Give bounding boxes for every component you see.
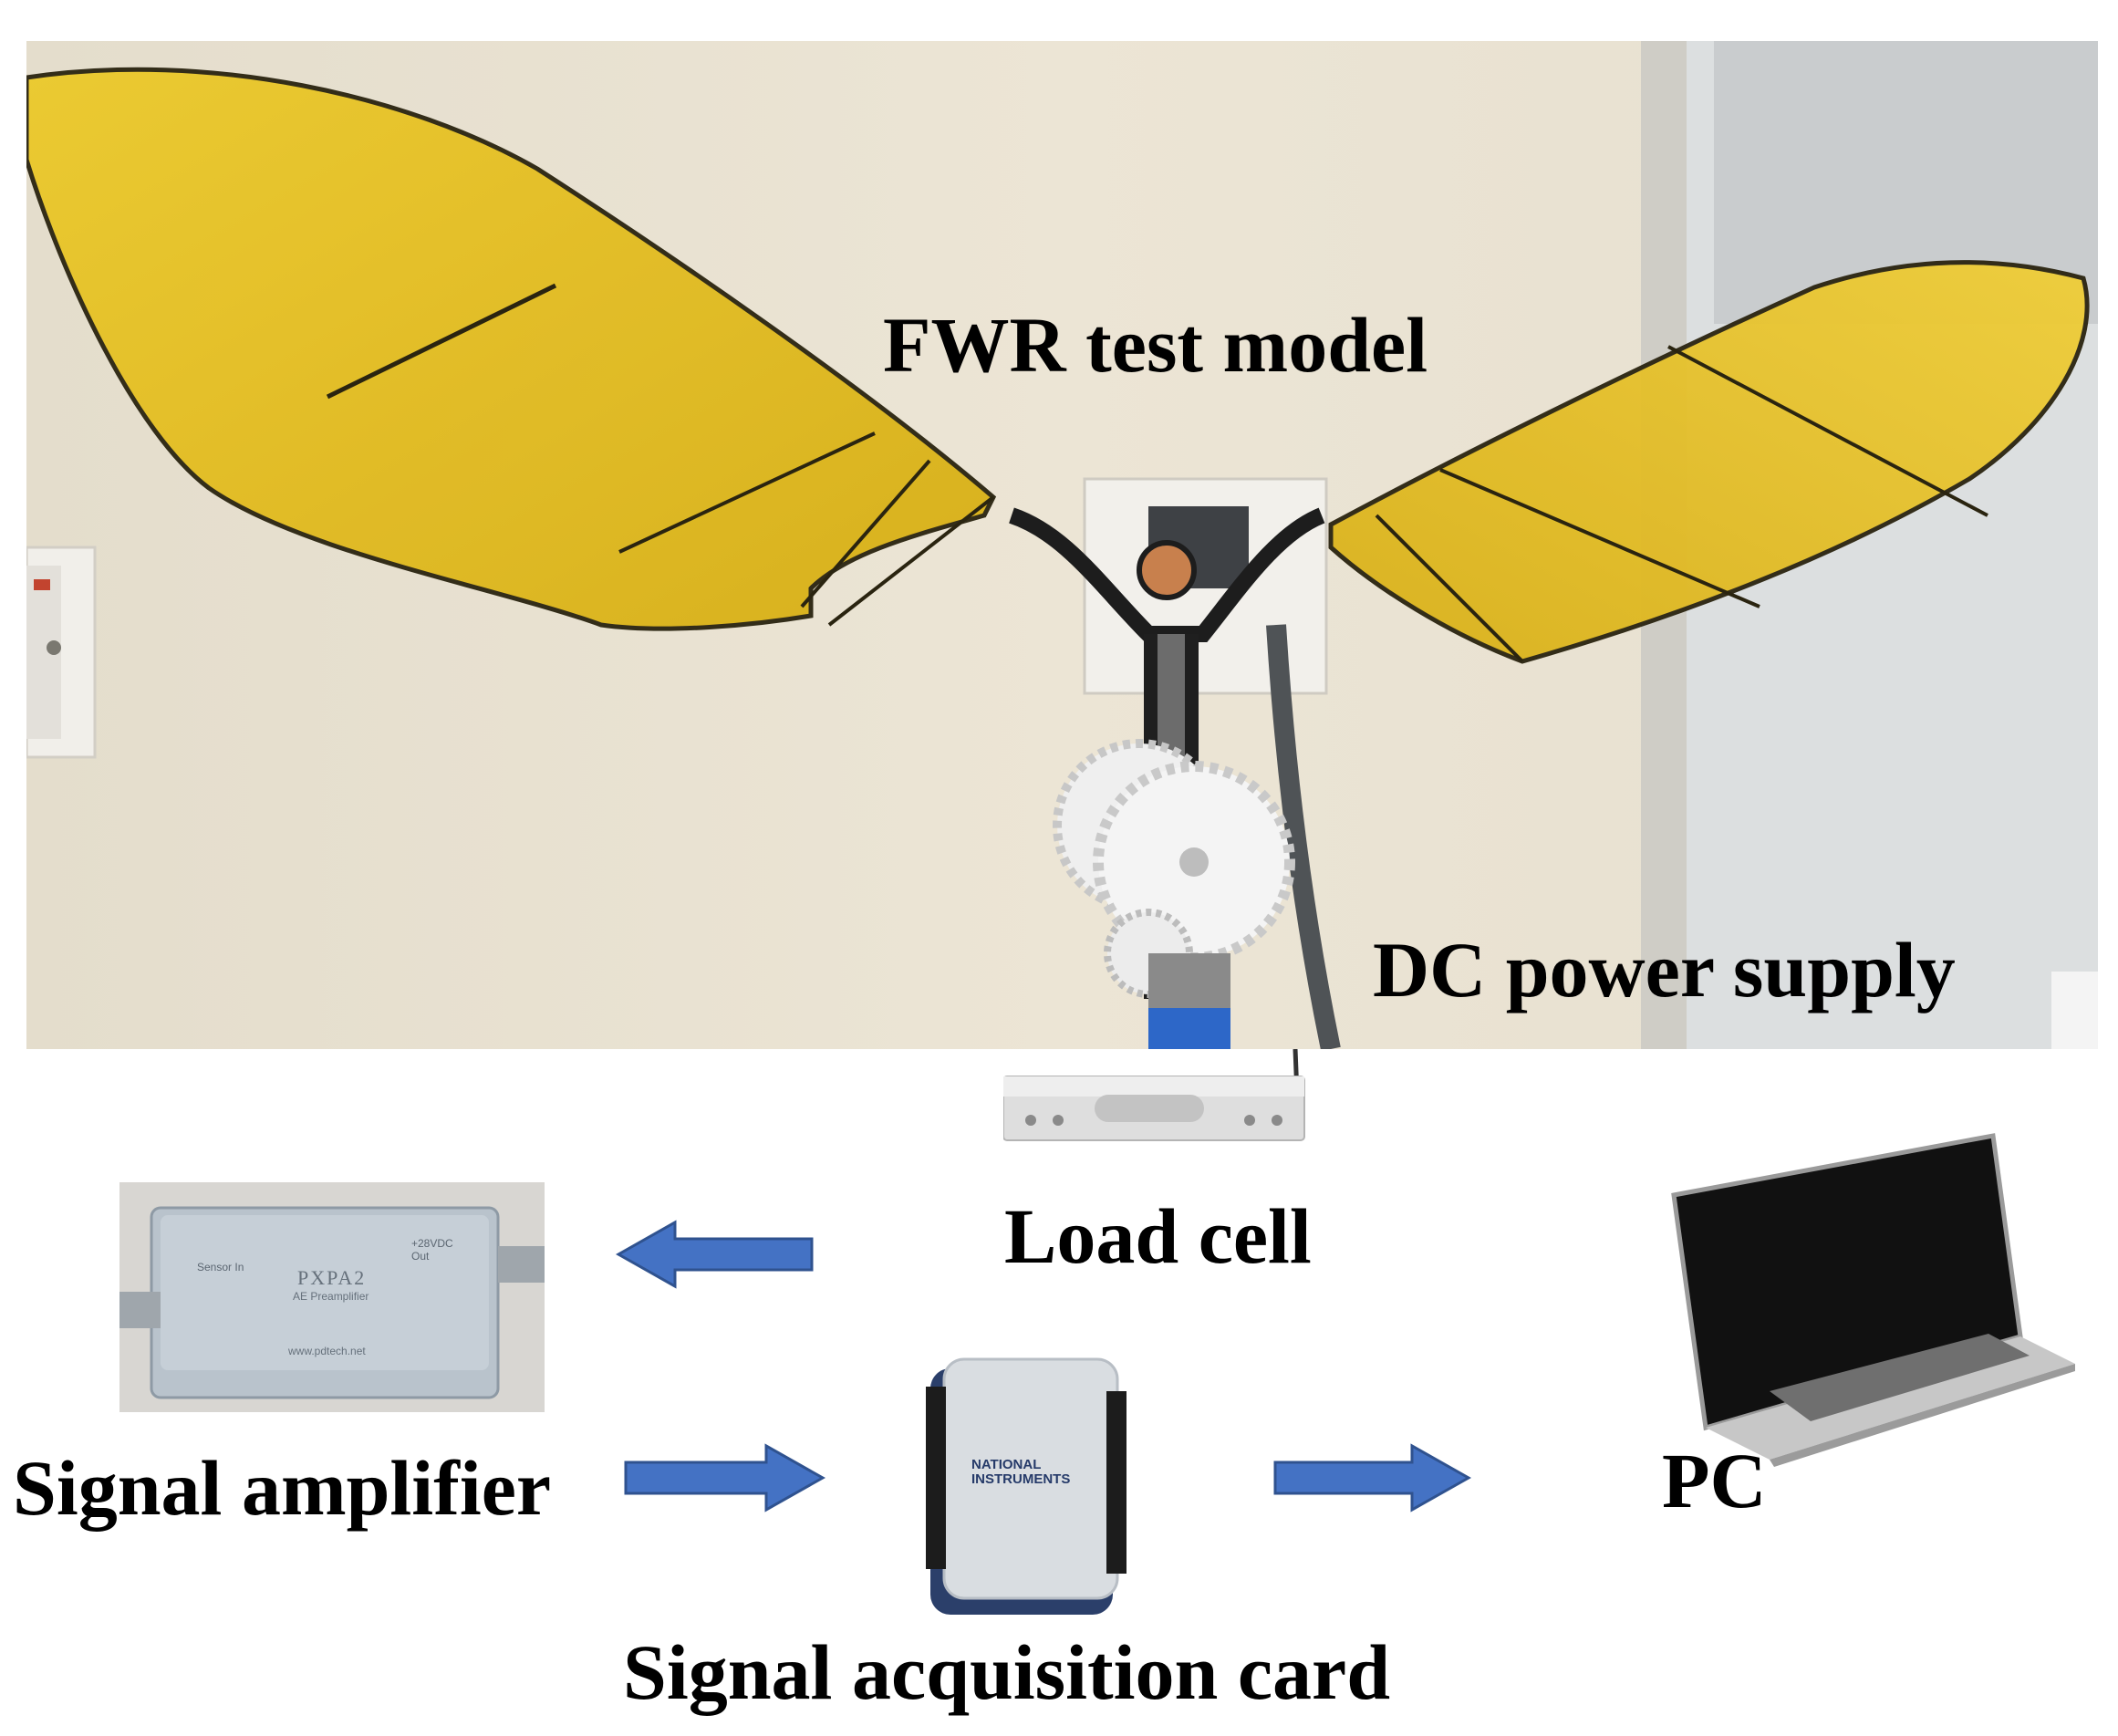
signal-acquisition-card-image: NATIONAL INSTRUMENTS [926, 1341, 1126, 1615]
amplifier-out-text: +28VDC Out [411, 1237, 453, 1263]
signal-acquisition-card-label: Signal acquisition card [623, 1628, 1391, 1716]
dc-power-supply-label: DC power supply [1373, 926, 1956, 1014]
load-cell-label: Load cell [1004, 1192, 1312, 1280]
amplifier-sensor-in-text: Sensor In [197, 1261, 244, 1273]
signal-amplifier-photo: Sensor In PXPA2 AE Preamplifier +28VDC O… [119, 1182, 545, 1412]
load-cell-image [1003, 1049, 1313, 1159]
arrow-load-cell-to-amplifier [616, 1218, 816, 1291]
fwr-photo [26, 41, 2098, 1049]
arrow-amplifier-to-acquisition-card [623, 1441, 825, 1514]
ni-brand-line2: INSTRUMENTS [971, 1471, 1071, 1487]
pc-label: PC [1662, 1437, 1767, 1524]
signal-amplifier-label: Signal amplifier [13, 1444, 552, 1532]
amplifier-model-text: PXPA2 [297, 1266, 367, 1289]
amplifier-url-text: www.pdtech.net [288, 1345, 366, 1357]
laptop-image [1669, 1131, 2080, 1469]
fwr-test-model-label: FWR test model [883, 301, 1428, 389]
national-instruments-logo: NATIONAL INSTRUMENTS [971, 1458, 1070, 1487]
arrow-acquisition-card-to-pc [1272, 1441, 1471, 1514]
amplifier-subtitle-text: AE Preamplifier [293, 1290, 369, 1303]
ni-brand-line1: NATIONAL [971, 1457, 1042, 1472]
